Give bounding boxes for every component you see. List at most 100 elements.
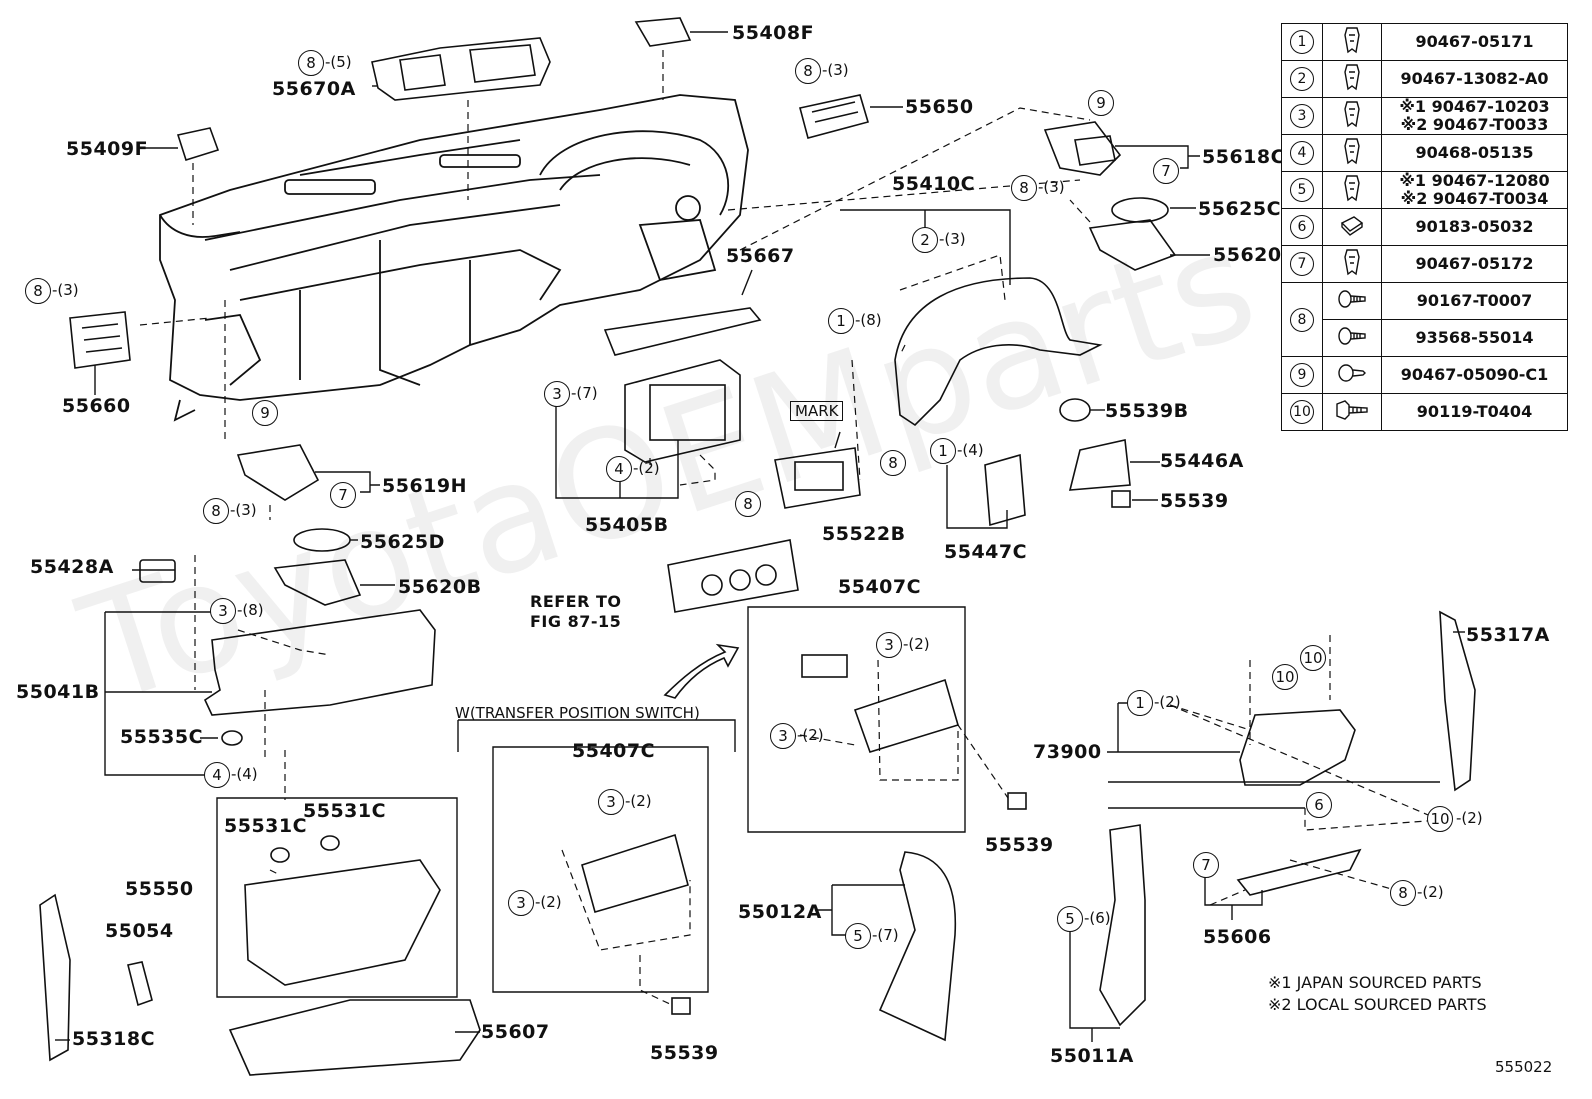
stopper-55531C-b — [320, 835, 340, 851]
callout-qty: -(2) — [633, 459, 660, 477]
clip-icon — [1344, 64, 1360, 91]
callout-qty: -(5) — [325, 53, 352, 71]
callout-circle: 8 — [880, 450, 906, 476]
callout-circle: 4 — [204, 762, 230, 788]
display-55405B — [624, 359, 741, 463]
callout-qty: -(2) — [1456, 809, 1483, 827]
legend-number-cell: 2 — [1281, 60, 1323, 98]
part-label-55539-bottom: 55539 — [650, 1042, 719, 1064]
callout-qty: -(2) — [797, 726, 824, 744]
climate-panel — [667, 539, 799, 613]
callout-circle: 7 — [330, 482, 356, 508]
callout-circle: 8 — [1011, 175, 1037, 201]
legend-number: 3 — [1290, 104, 1314, 128]
part-label-55405B: 55405B — [585, 514, 669, 536]
screw-icon — [1322, 282, 1382, 320]
legend-row: 5※1 90467-12080※2 90467-T0034 — [1281, 171, 1568, 209]
part-label-55619H: 55619H — [382, 475, 468, 497]
switch-55428A — [139, 559, 176, 583]
bracket-55407C-upper — [801, 654, 959, 753]
pin-icon — [1322, 356, 1382, 394]
clip-icon — [1322, 97, 1382, 135]
part-label-55620: 55620 — [1213, 244, 1282, 266]
callout-qty: -(2) — [903, 635, 930, 653]
legend-part-numbers: 90467-13082-A0 — [1381, 60, 1568, 98]
legend-part-number: 90183-05032 — [1415, 217, 1534, 236]
part-label-55660: 55660 — [62, 395, 131, 417]
legend-part-number: 93568-55014 — [1415, 328, 1534, 347]
legend-number: 8 — [1290, 307, 1314, 332]
part-label-55667: 55667 — [726, 245, 795, 267]
cover-55607 — [228, 999, 481, 1076]
legend-number-cell: 4 — [1281, 134, 1323, 172]
legend-part-numbers: 90467-05172 — [1381, 245, 1568, 283]
bulb-55535C — [221, 730, 243, 746]
transfer-switch-label: W(TRANSFER POSITION SWITCH) — [455, 704, 700, 722]
legend-part-numbers: 90467-05171 — [1381, 23, 1568, 61]
legend-part-numbers: 90468-05135 — [1381, 134, 1568, 172]
legend-number: 2 — [1290, 67, 1314, 91]
clip-icon — [1322, 134, 1382, 172]
vent-55660 — [69, 311, 131, 369]
part-label-55407C-upper: 55407C — [838, 576, 922, 598]
legend-number: 9 — [1290, 363, 1314, 387]
diagram-id: 555022 — [1495, 1058, 1553, 1076]
legend-number-cell: 7 — [1281, 245, 1323, 283]
legend-row: 93568-55014 — [1282, 319, 1568, 357]
vent-55650 — [799, 94, 870, 139]
plug-55539-right — [1111, 490, 1131, 508]
part-label-55531C-left: 55531C — [224, 815, 308, 837]
callout-qty: -(3) — [822, 61, 849, 79]
clip-icon — [1322, 60, 1382, 98]
panel-55041B — [203, 609, 436, 716]
callout-circle: 8 — [795, 58, 821, 84]
callout-qty: -(2) — [535, 893, 562, 911]
glove-box-55550 — [244, 859, 441, 986]
callout-circle: 3 — [210, 598, 236, 624]
mark-label: MARK — [790, 401, 844, 421]
legend-number-cell: 5 — [1281, 171, 1323, 209]
legend-part-number: 90468-05135 — [1415, 143, 1534, 162]
legend-row: 2 90467-13082-A0 — [1281, 60, 1568, 98]
part-label-55408F: 55408F — [732, 22, 815, 44]
clock-55522B — [774, 447, 861, 509]
legend-number: 6 — [1290, 215, 1314, 239]
box-55620B — [273, 559, 362, 606]
switch-55446A — [1068, 439, 1131, 491]
part-label-55539-right: 55539 — [1160, 490, 1229, 512]
callout-circle: 5 — [1057, 906, 1083, 932]
legend-part-number: ※1 90467-10203 — [1399, 97, 1550, 116]
nut-icon — [1340, 216, 1364, 236]
clip-icon — [1344, 27, 1360, 54]
legend-number: 7 — [1290, 252, 1314, 276]
clip-icon — [1344, 249, 1360, 276]
note-local-sourced: ※2 LOCAL SOURCED PARTS — [1268, 995, 1487, 1014]
vent-55670A — [371, 37, 551, 101]
callout-circle: 6 — [1306, 792, 1332, 818]
callout-circle: 8 — [203, 498, 229, 524]
legend-part-number: ※2 90467-T0034 — [1400, 189, 1549, 208]
legend-number-cell: 6 — [1281, 208, 1323, 246]
part-label-55446A: 55446A — [1160, 450, 1244, 472]
stopper-55531C-a — [270, 847, 290, 863]
callout-qty: -(3) — [230, 501, 257, 519]
leader-lines — [55, 31, 1465, 1042]
clip-icon — [1322, 171, 1382, 209]
callout-circle: 9 — [1088, 90, 1114, 116]
hood-55410C — [894, 277, 1103, 427]
part-label-55625D: 55625D — [360, 531, 445, 553]
instrument-panel-drawing — [159, 94, 749, 422]
callout-circle: 7 — [1153, 158, 1179, 184]
refer-figure-label: FIG 87-15 — [530, 612, 622, 631]
damper-55054 — [127, 961, 153, 1007]
callout-qty: -(7) — [571, 384, 598, 402]
callout-qty: -(8) — [237, 601, 264, 619]
dashed-guides — [139, 50, 1441, 1006]
part-label-55041B: 55041B — [16, 681, 100, 703]
panel-55447C — [984, 453, 1026, 527]
callout-circle: 5 — [845, 923, 871, 949]
